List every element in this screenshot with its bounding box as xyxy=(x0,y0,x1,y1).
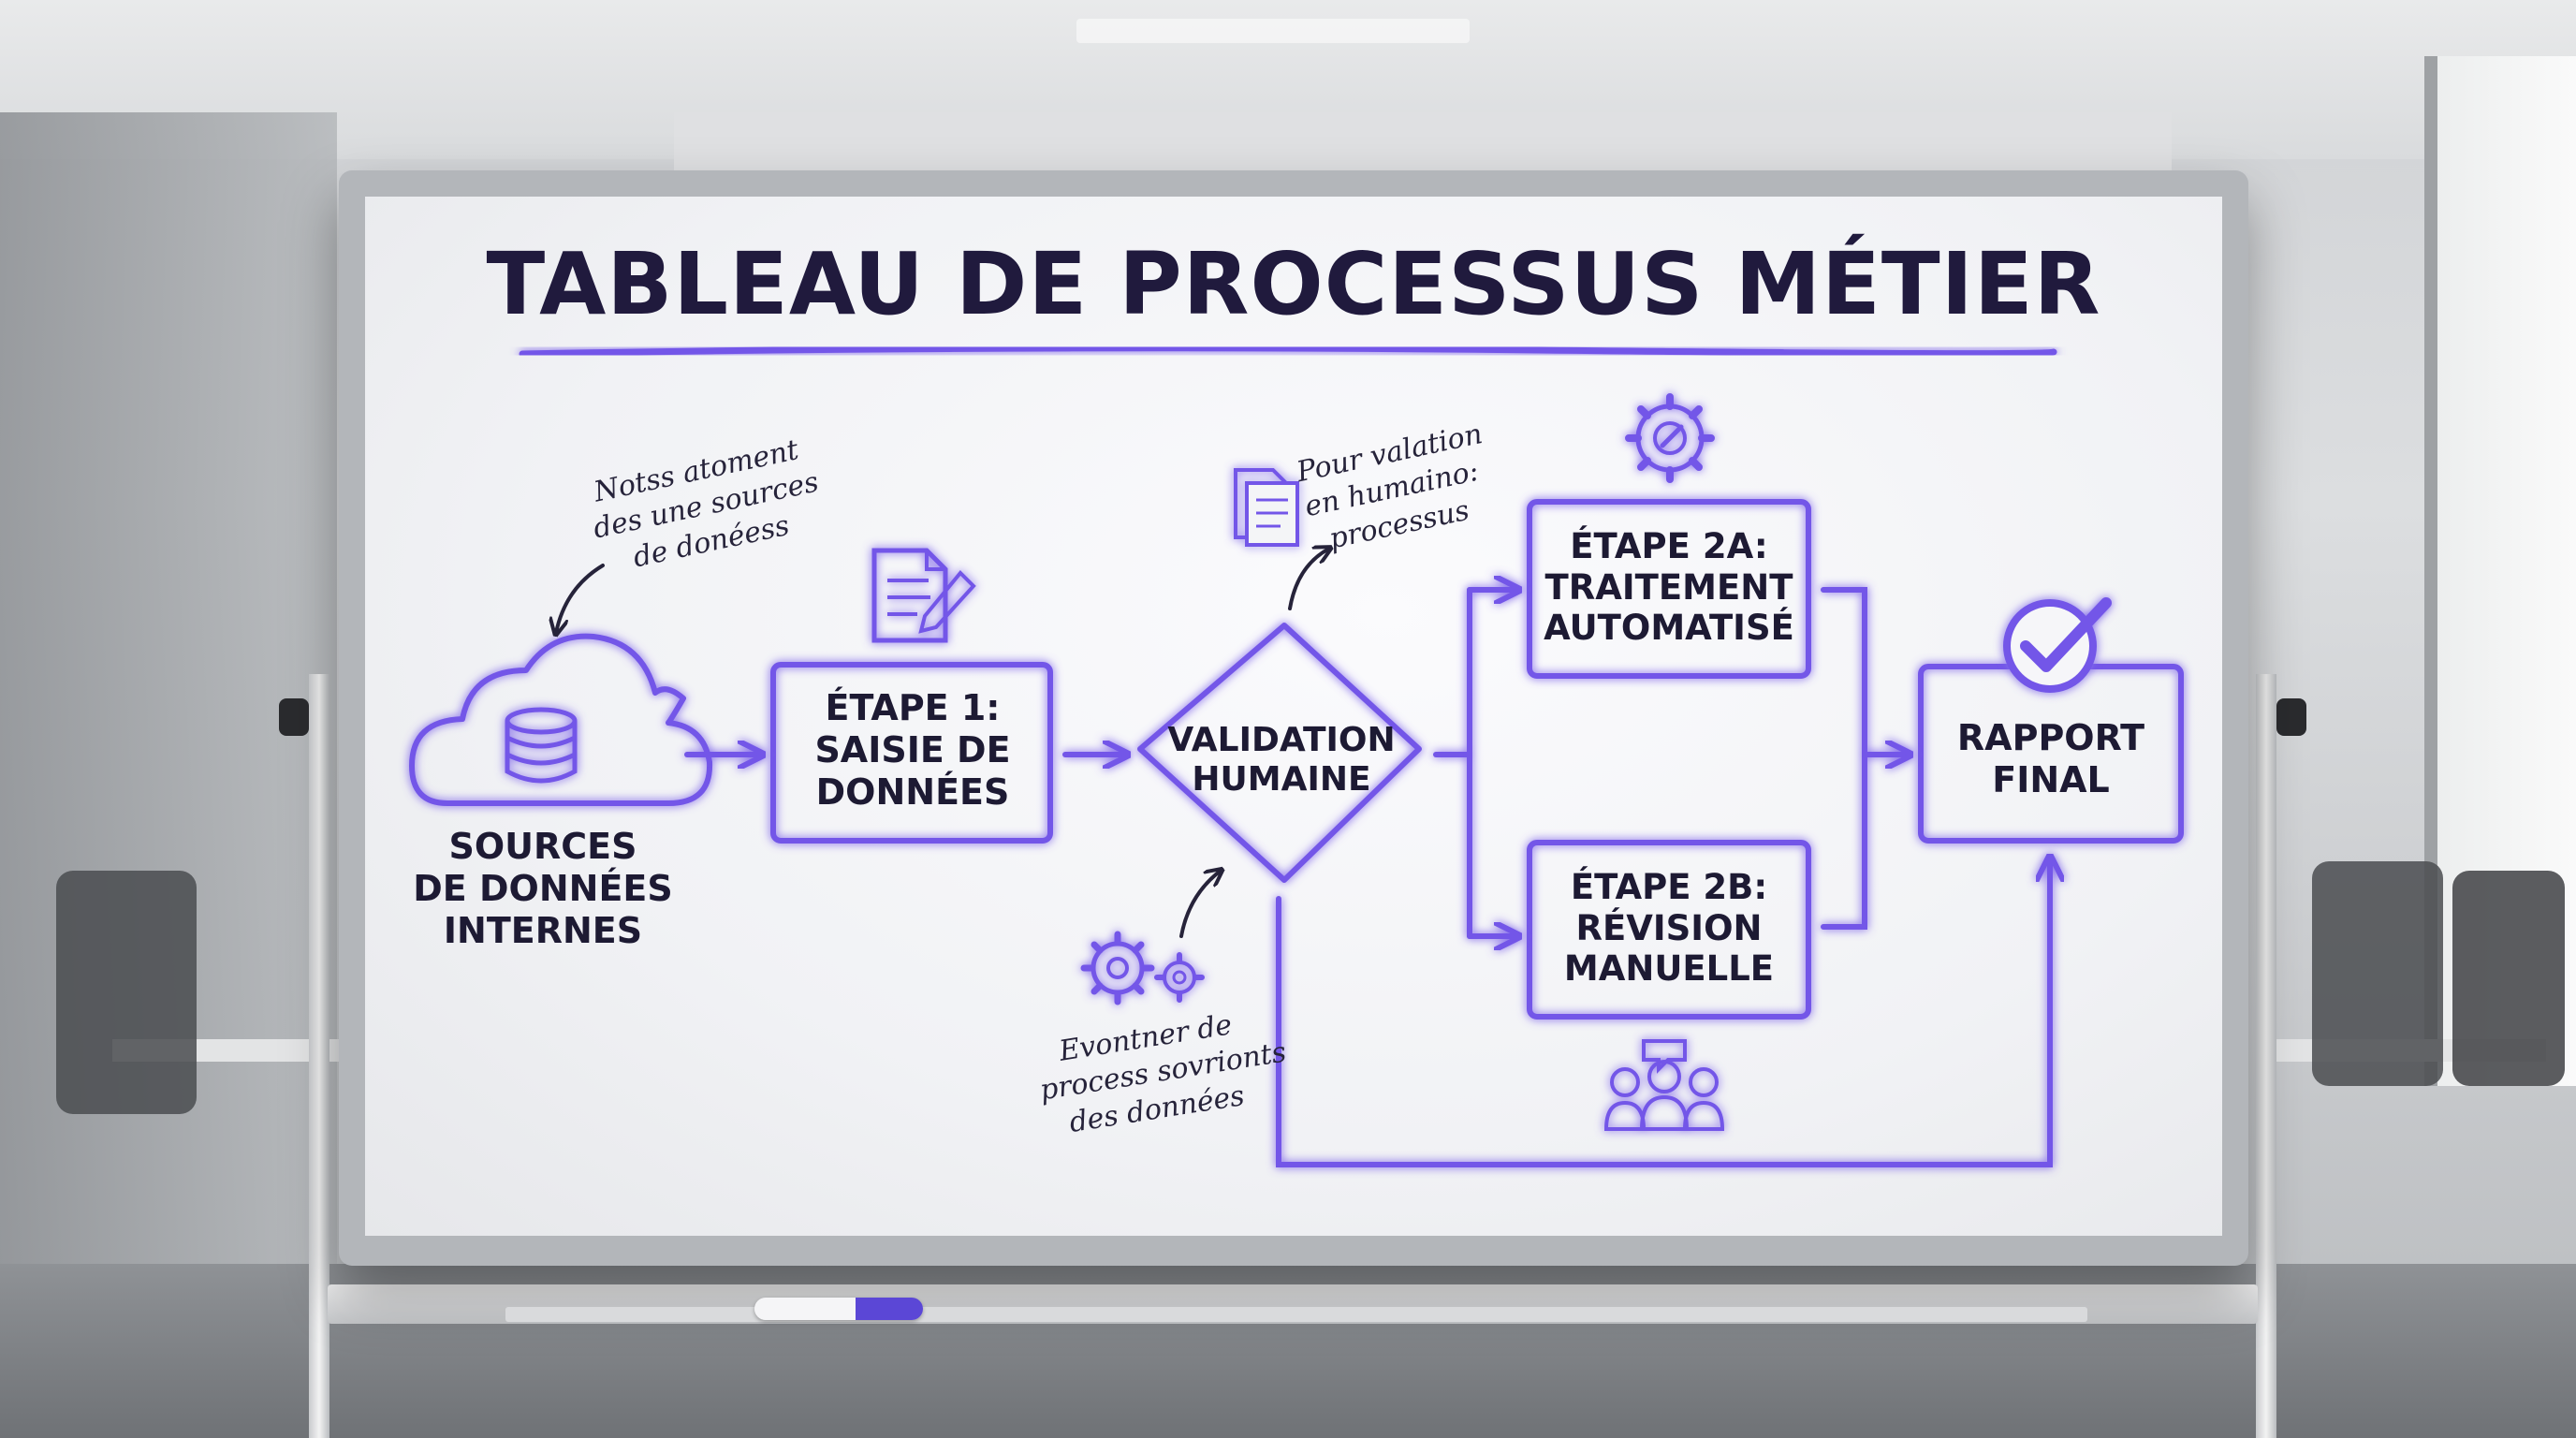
documents-icon xyxy=(1236,470,1297,545)
check-circle-icon xyxy=(2007,603,2106,689)
etape1-label-line-3: DONNÉES xyxy=(777,771,1048,814)
etape2a-label-line-1: ÉTAPE 2A: xyxy=(1531,526,1807,567)
note-arrow-sources xyxy=(556,565,603,633)
etape2a-label: ÉTAPE 2A: TRAITEMENT AUTOMATISÉ xyxy=(1531,526,1807,649)
line-etape2b-merge xyxy=(1823,755,1865,927)
sources-label-line-3: INTERNES xyxy=(402,910,683,952)
etape1-label-line-1: ÉTAPE 1: xyxy=(777,687,1048,729)
etape2b-label-line-3: MANUELLE xyxy=(1531,948,1807,990)
etape2a-label-line-2: TRAITEMENT xyxy=(1531,567,1807,609)
team-discussion-icon xyxy=(1606,1041,1722,1129)
gears-icon xyxy=(1084,934,1202,1002)
title-underline xyxy=(522,348,2054,354)
rapport-label-line-2: FINAL xyxy=(1925,759,2177,801)
validation-label: VALIDATION HUMAINE xyxy=(1144,721,1419,800)
etape2b-label-line-1: ÉTAPE 2B: xyxy=(1531,867,1807,908)
etape1-label-line-2: SAISIE DE xyxy=(777,729,1048,771)
gear-wrench-icon xyxy=(1629,397,1711,479)
document-edit-icon xyxy=(874,550,973,640)
connectors xyxy=(687,590,2050,1165)
rapport-label-line-1: RAPPORT xyxy=(1925,717,2177,759)
validation-label-line-1: VALIDATION xyxy=(1144,721,1419,760)
sources-label-line-1: SOURCES xyxy=(402,826,683,868)
etape2a-label-line-3: AUTOMATISÉ xyxy=(1531,608,1807,649)
etape1-label: ÉTAPE 1: SAISIE DE DONNÉES xyxy=(777,687,1048,813)
etape2b-label-line-2: RÉVISION xyxy=(1531,908,1807,949)
sources-label-line-2: DE DONNÉES xyxy=(402,868,683,910)
note-arrow-process xyxy=(1181,871,1221,936)
cloud-database-icon xyxy=(412,637,710,803)
rapport-label: RAPPORT FINAL xyxy=(1925,717,2177,801)
validation-label-line-2: HUMAINE xyxy=(1144,760,1419,800)
etape2b-label: ÉTAPE 2B: RÉVISION MANUELLE xyxy=(1531,867,1807,990)
line-etape2a-merge xyxy=(1823,590,1865,755)
sources-label: SOURCES DE DONNÉES INTERNES xyxy=(402,826,683,951)
